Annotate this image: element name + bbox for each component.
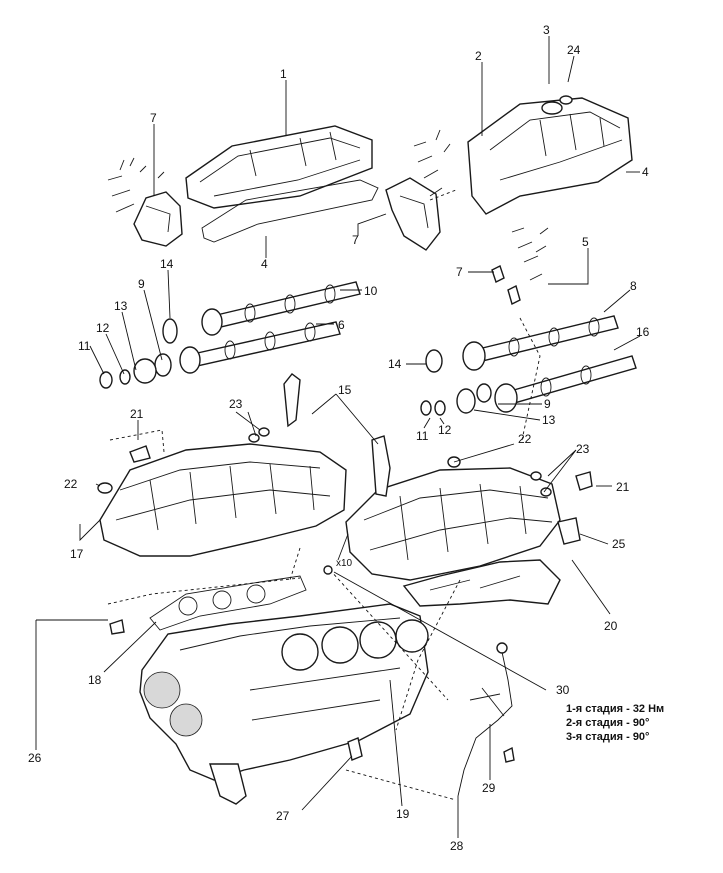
callout-17: 17 xyxy=(70,547,84,561)
cylinder-head-left xyxy=(99,443,347,557)
callout-15: 15 xyxy=(338,383,352,397)
callout-2: 2 xyxy=(475,49,482,63)
callout-24: 24 xyxy=(567,43,581,57)
callout-8: 8 xyxy=(630,279,637,293)
callout-23-right: 23 xyxy=(576,442,590,456)
callout-12-left: 12 xyxy=(96,321,110,335)
head-gasket-left xyxy=(149,575,307,631)
leader-lines xyxy=(35,36,641,838)
callout-16: 16 xyxy=(636,325,650,339)
callout-25: 25 xyxy=(612,537,626,551)
torque-stage-2: 2-я стадия - 90° xyxy=(566,717,649,729)
bolt-set-upper xyxy=(107,129,549,281)
cylinder-head-right xyxy=(345,467,561,581)
callout-13-right: 13 xyxy=(542,413,556,427)
callout-11-right: 11 xyxy=(416,429,429,443)
callout-5: 5 xyxy=(582,235,589,249)
callout-10: 10 xyxy=(364,284,378,298)
torque-stage-3: 3-я стадия - 90° xyxy=(566,731,649,743)
callout-19: 19 xyxy=(396,807,410,821)
camshaft-8 xyxy=(462,315,619,371)
callout-labels: 1 2 3 24 7 4 4 7 7 5 14 9 13 10 12 11 6 … xyxy=(28,23,650,853)
callout-13-left: 13 xyxy=(114,299,128,313)
timing-cover-upper-left xyxy=(133,191,183,247)
callout-4-right: 4 xyxy=(642,165,649,179)
callout-12-right: 12 xyxy=(438,423,452,437)
callout-14-left: 14 xyxy=(160,257,174,271)
bracket-15 xyxy=(283,373,391,497)
callout-22-left: 22 xyxy=(64,477,78,491)
camshaft-10 xyxy=(201,281,361,336)
callout-9-right: 9 xyxy=(544,397,551,411)
callout-27: 27 xyxy=(276,809,290,823)
guide-lines xyxy=(107,189,541,801)
callout-26: 26 xyxy=(28,751,42,765)
callout-3: 3 xyxy=(543,23,550,37)
torque-stage-1: 1-я стадия - 32 Нм xyxy=(566,703,664,715)
timing-cover-upper-right xyxy=(385,177,441,251)
callout-30: 30 xyxy=(556,683,570,697)
callout-21-right: 21 xyxy=(616,480,630,494)
bolt-count-label: x10 xyxy=(336,558,353,569)
callout-18: 18 xyxy=(88,673,102,687)
engine-block xyxy=(139,603,429,805)
callout-23-left: 23 xyxy=(229,397,243,411)
callout-21-left: 21 xyxy=(130,407,144,421)
valve-cover-right xyxy=(467,95,633,215)
cam-gears-left xyxy=(99,318,178,389)
callout-29: 29 xyxy=(482,781,496,795)
cam-gears-right xyxy=(420,349,492,416)
valve-cover-left xyxy=(185,125,373,209)
callout-7-middle: 7 xyxy=(352,233,359,247)
torque-spec: 1-я стадия - 32 Нм 2-я стадия - 90° 3-я … xyxy=(566,703,664,743)
callout-6: 6 xyxy=(338,318,345,332)
callout-22-right: 22 xyxy=(518,432,532,446)
callout-14-right: 14 xyxy=(388,357,402,371)
camshaft-6 xyxy=(179,321,341,374)
callout-11-left: 11 xyxy=(78,339,91,353)
callout-28: 28 xyxy=(450,839,464,853)
camshaft-16 xyxy=(494,355,637,413)
callout-4-left: 4 xyxy=(261,257,268,271)
callout-9-left: 9 xyxy=(138,277,145,291)
callout-20: 20 xyxy=(604,619,618,633)
small-parts xyxy=(97,265,593,763)
valve-cover-gasket-left xyxy=(201,179,379,243)
dipstick xyxy=(457,642,513,797)
callout-1: 1 xyxy=(280,67,287,81)
callout-7-top-left: 7 xyxy=(150,111,157,125)
exhaust-manifold-right xyxy=(402,559,561,607)
callout-7-right: 7 xyxy=(456,265,463,279)
